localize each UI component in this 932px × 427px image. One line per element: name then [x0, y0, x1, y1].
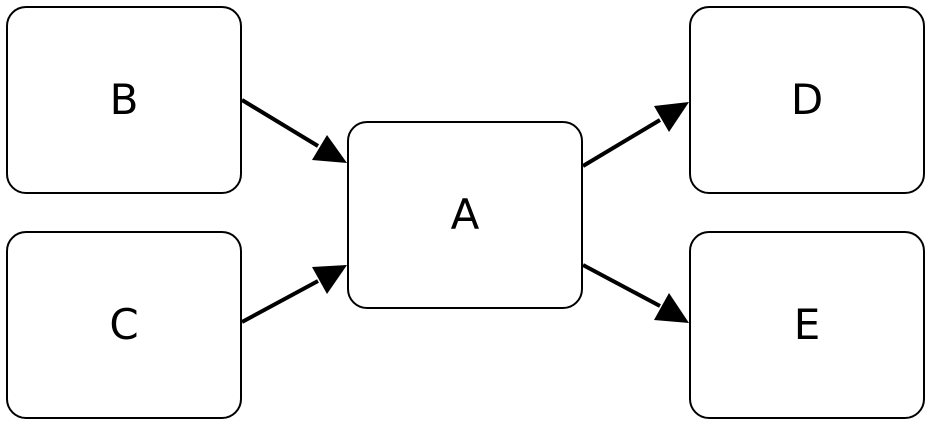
- edge-b-to-a: [240, 98, 320, 148]
- node-c[interactable]: C: [6, 231, 242, 419]
- arrowhead-c-to-a: [312, 265, 347, 294]
- arrowhead-b-to-a: [312, 135, 347, 163]
- node-e-label: E: [793, 300, 821, 349]
- node-b[interactable]: B: [6, 6, 242, 194]
- node-b-label: B: [109, 75, 139, 124]
- node-e[interactable]: E: [689, 231, 925, 419]
- edge-c-to-a: [241, 279, 319, 324]
- arrowhead-a-to-d: [654, 102, 689, 132]
- node-d[interactable]: D: [689, 6, 925, 194]
- edge-a-to-e: [582, 263, 661, 308]
- arrowhead-a-to-e: [654, 293, 689, 323]
- node-c-label: C: [109, 300, 139, 349]
- node-a-label: A: [450, 190, 480, 239]
- node-d-label: D: [790, 75, 824, 124]
- edge-a-to-d: [581, 118, 662, 168]
- node-a[interactable]: A: [347, 121, 583, 309]
